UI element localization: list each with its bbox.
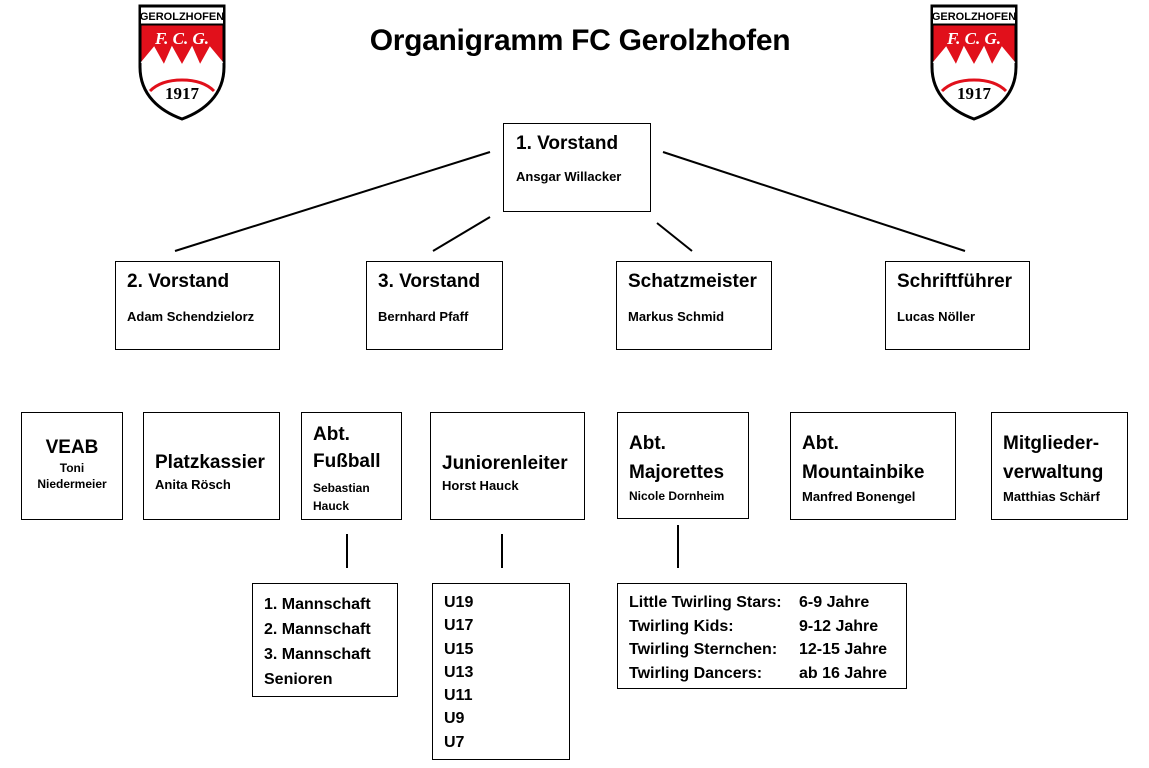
- org-box-abt-majorettes: Abt. Majorettes Nicole Dornheim: [617, 412, 749, 519]
- group-name: Twirling Sternchen:: [629, 641, 778, 658]
- list-item: U9: [444, 710, 465, 728]
- org-box-mitgliederverwaltung: Mitglieder- verwaltung Matthias Schärf: [991, 412, 1128, 520]
- page-title: Organigramm FC Gerolzhofen: [369, 24, 791, 57]
- org-box-abt-mountainbike: Abt. Mountainbike Manfred Bonengel: [790, 412, 956, 520]
- group-name: Little Twirling Stars:: [629, 594, 782, 611]
- list-item: 2. Mannschaft: [264, 621, 371, 638]
- org-box-abt-fussball: Abt. Fußball Sebastian Hauck: [301, 412, 402, 520]
- connector-line: [432, 216, 491, 252]
- box-title: Mitglieder-: [1003, 433, 1100, 454]
- org-box-veab: VEAB Toni Niedermeier: [21, 412, 123, 520]
- box-person: Manfred Bonengel: [802, 489, 916, 504]
- box-title: Juniorenleiter: [442, 453, 568, 474]
- box-person: Sebastian: [313, 481, 370, 496]
- connector-line: [662, 151, 966, 252]
- org-box-schriftfuehrer: Schriftführer Lucas Nöller: [885, 261, 1030, 350]
- box-title: 3. Vorstand: [378, 271, 481, 292]
- group-name: Twirling Dancers:: [629, 664, 763, 682]
- box-person: Nicole Dornheim: [629, 489, 725, 503]
- org-box-schatzmeister: Schatzmeister Markus Schmid: [616, 261, 772, 350]
- box-title: Schatzmeister: [628, 271, 757, 292]
- org-box-2-vorstand: 2. Vorstand Adam Schendzielorz: [115, 261, 280, 350]
- box-person: Niedermeier: [37, 476, 107, 491]
- box-title: VEAB: [45, 437, 99, 458]
- connector-line: [656, 222, 693, 252]
- box-person: Toni: [59, 460, 85, 475]
- club-logo-right: GEROLZHOFEN F. C. G. 1917: [930, 4, 1018, 121]
- box-person: Adam Schendzielorz: [127, 308, 255, 324]
- list-item: U11: [444, 687, 473, 705]
- list-item: Little Twirling Stars: 6-9 Jahre: [629, 591, 906, 615]
- svg-text:F. C. G.: F. C. G.: [946, 29, 1001, 48]
- group-age: 12-15 Jahre: [799, 641, 888, 658]
- box-title: Schriftführer: [897, 271, 1013, 292]
- list-item: Twirling Dancers: ab 16 Jahre: [629, 662, 906, 686]
- group-age: ab 16 Jahre: [799, 664, 888, 682]
- list-item: 1. Mannschaft: [264, 596, 371, 613]
- box-title: verwaltung: [1003, 461, 1104, 483]
- box-title: Platzkassier: [155, 452, 265, 473]
- svg-text:GEROLZHOFEN: GEROLZHOFEN: [140, 11, 224, 23]
- fussball-teams-list: 1. Mannschaft 2. Mannschaft 3. Mannschaf…: [252, 583, 398, 697]
- list-item: U15: [444, 640, 474, 658]
- svg-text:1917: 1917: [165, 84, 200, 103]
- box-person: Ansgar Willacker: [516, 168, 622, 184]
- svg-text:1917: 1917: [957, 84, 992, 103]
- group-age: 9-12 Jahre: [799, 617, 879, 635]
- connector-line: [174, 151, 491, 252]
- box-person: Markus Schmid: [628, 308, 725, 324]
- box-person: Horst Hauck: [442, 477, 519, 493]
- box-person: Matthias Schärf: [1003, 489, 1100, 504]
- list-item: U17: [444, 617, 474, 635]
- junioren-teams-list: U19 U17 U15 U13 U11 U9 U7: [432, 583, 570, 760]
- svg-text:GEROLZHOFEN: GEROLZHOFEN: [932, 11, 1016, 23]
- org-box-3-vorstand: 3. Vorstand Bernhard Pfaff: [366, 261, 503, 350]
- box-title: Majorettes: [629, 461, 725, 483]
- list-item: Senioren: [264, 671, 333, 688]
- box-title: Fußball: [313, 450, 381, 472]
- list-item: U7: [444, 733, 465, 751]
- box-title: 2. Vorstand: [127, 271, 230, 292]
- group-name: Twirling Kids:: [629, 617, 734, 635]
- org-box-1-vorstand: 1. Vorstand Ansgar Willacker: [503, 123, 651, 212]
- org-box-platzkassier: Platzkassier Anita Rösch: [143, 412, 280, 520]
- box-title: Abt.: [313, 424, 350, 445]
- box-person: Hauck: [313, 499, 350, 514]
- box-person: Lucas Nöller: [897, 308, 976, 324]
- box-person: Anita Rösch: [155, 476, 231, 492]
- majorettes-groups-list: Little Twirling Stars: 6-9 Jahre Twirling…: [617, 583, 907, 689]
- box-title: 1. Vorstand: [516, 133, 619, 154]
- box-title: Mountainbike: [802, 461, 925, 483]
- list-item: 3. Mannschaft: [264, 646, 371, 663]
- org-box-juniorenleiter: Juniorenleiter Horst Hauck: [430, 412, 585, 520]
- group-age: 6-9 Jahre: [799, 594, 870, 611]
- list-item: Twirling Kids: 9-12 Jahre: [629, 615, 906, 639]
- list-item: U13: [444, 663, 474, 681]
- club-logo-left: GEROLZHOFEN F. C. G. 1917: [138, 4, 226, 121]
- box-title: Abt.: [802, 433, 839, 454]
- svg-text:F. C. G.: F. C. G.: [154, 29, 209, 48]
- list-item: U19: [444, 594, 474, 611]
- list-item: Twirling Sternchen: 12-15 Jahre: [629, 638, 906, 662]
- box-title: Abt.: [629, 433, 666, 454]
- box-person: Bernhard Pfaff: [378, 308, 469, 324]
